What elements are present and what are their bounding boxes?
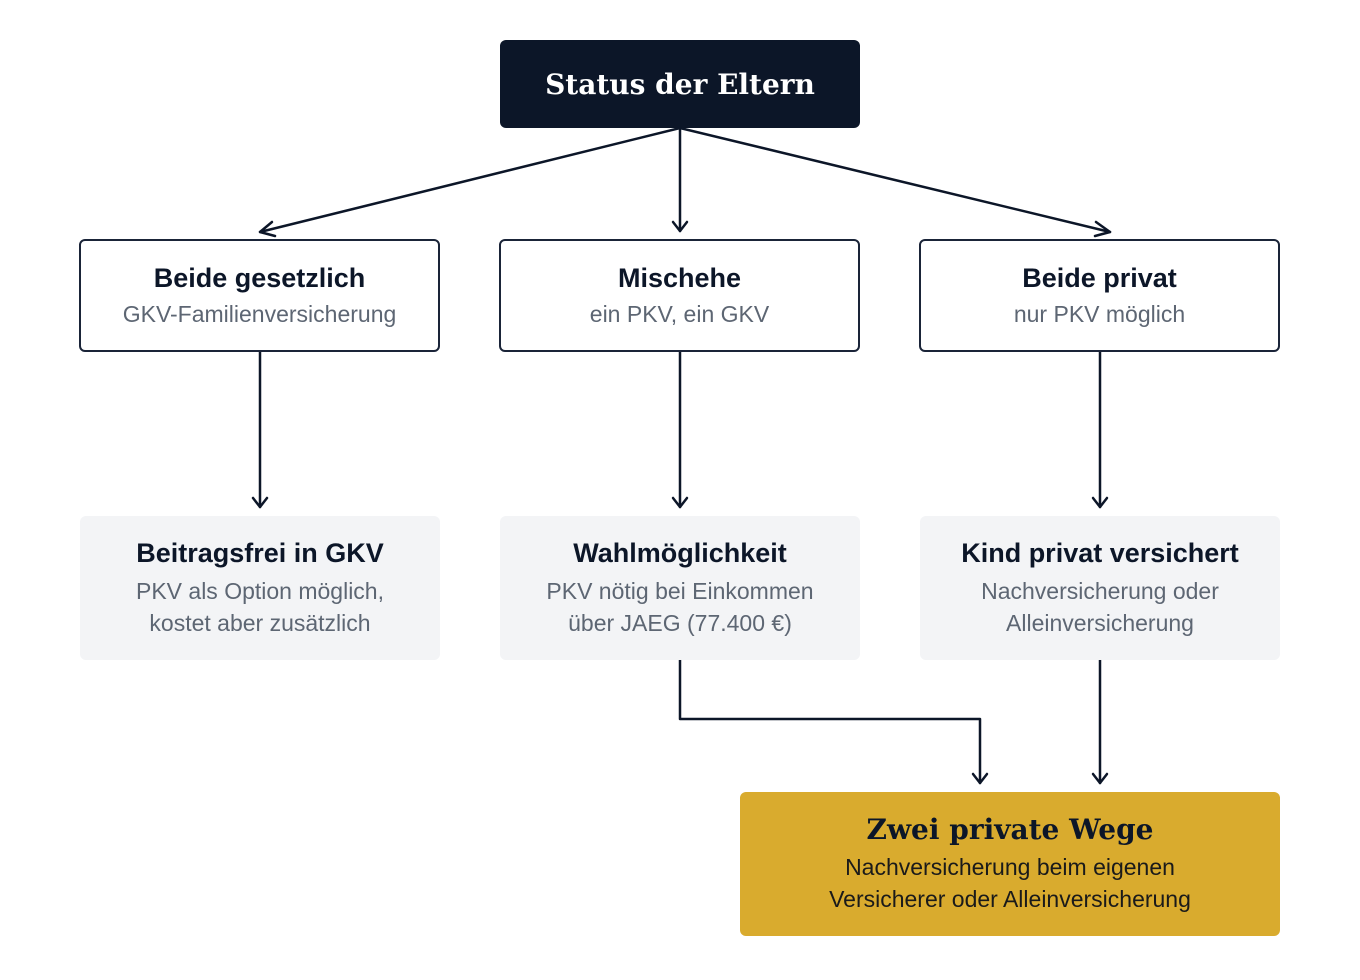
- arrowhead: [671, 496, 689, 509]
- category-title: Beide gesetzlich: [153, 262, 366, 293]
- outcome-subtitle: PKV nötig bei Einkommen über JAEG (77.40…: [546, 578, 814, 636]
- final-title: Zwei private Wege: [866, 813, 1154, 846]
- category-subtitle: nur PKV möglich: [1013, 300, 1186, 327]
- outcome-subtitle: Nachversicherung oder Alleinversicherung: [981, 578, 1219, 636]
- outcome-title: Wahlmöglichkeit: [573, 538, 787, 568]
- final-node-zwei-private-wege: Zwei private Wege Nachversicherung beim …: [740, 792, 1280, 936]
- category-beide-privat: Beide privat nur PKV möglich: [919, 239, 1280, 352]
- outcome-kind-privat-versichert: Kind privat versichert Nachversicherung …: [920, 516, 1280, 660]
- arrow-wahlmoeglichkeit-to-final: [678, 658, 982, 785]
- outcome-title: Beitragsfrei in GKV: [136, 538, 384, 568]
- arrowhead: [258, 220, 277, 238]
- arrowhead: [971, 772, 989, 785]
- arrow-root-to-beide-gesetzlich: [258, 126, 682, 234]
- outcome-beitragsfrei-gkv: Beitragsfrei in GKV PKV als Option mögli…: [80, 516, 440, 660]
- category-beide-gesetzlich: Beide gesetzlich GKV-Familienversicherun…: [79, 239, 440, 352]
- arrowhead: [1091, 772, 1109, 785]
- category-subtitle: GKV-Familienversicherung: [122, 300, 397, 327]
- category-title: Beide privat: [1022, 262, 1177, 293]
- arrow-root-to-beide-privat: [678, 126, 1112, 234]
- arrowhead: [671, 220, 689, 233]
- category-mischehe: Mischehe ein PKV, ein GKV: [499, 239, 860, 352]
- arrowhead: [1093, 220, 1112, 238]
- outcome-title: Kind privat versichert: [961, 538, 1239, 568]
- outcome-subtitle: PKV als Option möglich, kostet aber zusä…: [135, 578, 384, 636]
- category-title: Mischehe: [617, 262, 742, 293]
- root-node: Status der Eltern: [500, 40, 860, 128]
- outcome-wahlmoeglichkeit: Wahlmöglichkeit PKV nötig bei Einkommen …: [500, 516, 860, 660]
- arrowhead: [251, 496, 269, 509]
- arrowhead: [1091, 496, 1109, 509]
- category-subtitle: ein PKV, ein GKV: [589, 300, 770, 327]
- root-title: Status der Eltern: [545, 67, 815, 101]
- final-subtitle: Nachversicherung beim eigenen Versichere…: [829, 854, 1191, 912]
